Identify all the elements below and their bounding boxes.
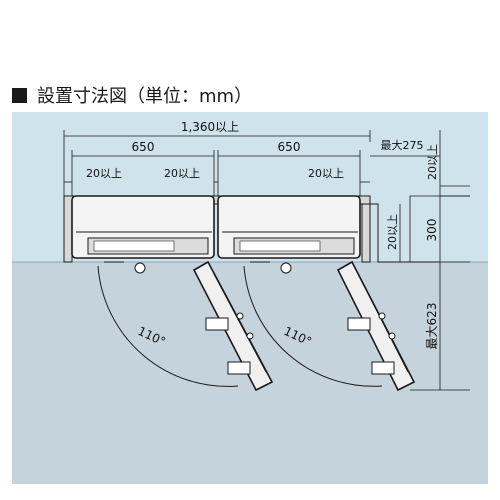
dim-max-right: 最大275 [381, 138, 424, 152]
dim-side-clearance: 20以上 [386, 214, 399, 250]
dim-gap-right-inner: 20以上 [308, 167, 344, 180]
title-square-icon [12, 87, 27, 103]
title-row: 設置寸法図（単位：mm） [12, 82, 252, 108]
page-title: 設置寸法図（単位：mm） [37, 86, 253, 107]
swing-arc-right [243, 265, 383, 387]
swing-arc-left [97, 265, 239, 387]
dim-gap-left-outer: 20以上 [86, 167, 122, 180]
dim-unit-right-width: 650 [278, 140, 301, 154]
dim-unit-height: 300 [425, 219, 439, 242]
dimension-lines [63, 130, 470, 391]
header: 設置寸法図（単位：mm） [0, 0, 500, 112]
dim-unit-left-width: 650 [132, 140, 155, 154]
dim-gap-left-inner: 20以上 [164, 167, 200, 180]
unit-right [217, 195, 416, 392]
dim-top-clearance: 20以上 [426, 144, 439, 180]
dim-total-width: 1,360以上 [181, 120, 239, 134]
unit-left [71, 195, 274, 392]
dim-swing-depth: 最大623 [425, 303, 439, 350]
